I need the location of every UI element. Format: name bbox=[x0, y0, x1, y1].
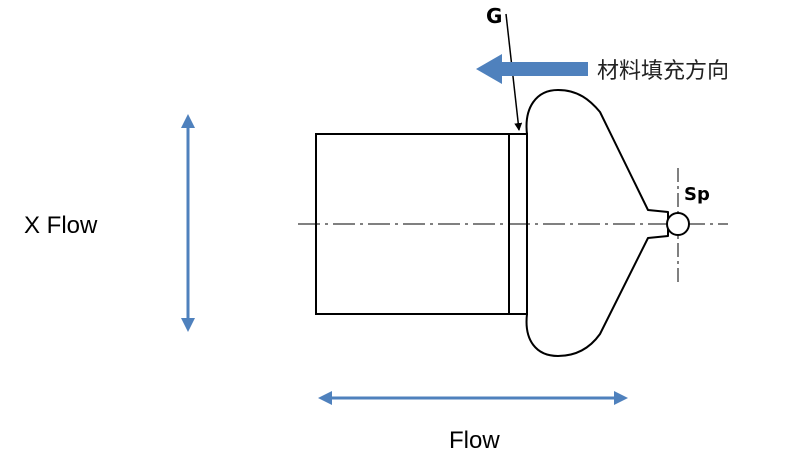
fill-direction-arrow bbox=[476, 54, 588, 84]
sprue-label: Sp bbox=[684, 184, 710, 205]
fill-direction-label: 材料填充方向 bbox=[597, 59, 729, 84]
x-flow-label: X Flow bbox=[24, 212, 98, 239]
flow-label: Flow bbox=[449, 427, 500, 454]
gate-label: G bbox=[486, 4, 502, 28]
x-flow-arrow bbox=[181, 114, 195, 332]
fan-runner bbox=[525, 89, 669, 357]
flow-arrow bbox=[318, 391, 628, 405]
sprue-circle bbox=[666, 212, 690, 236]
